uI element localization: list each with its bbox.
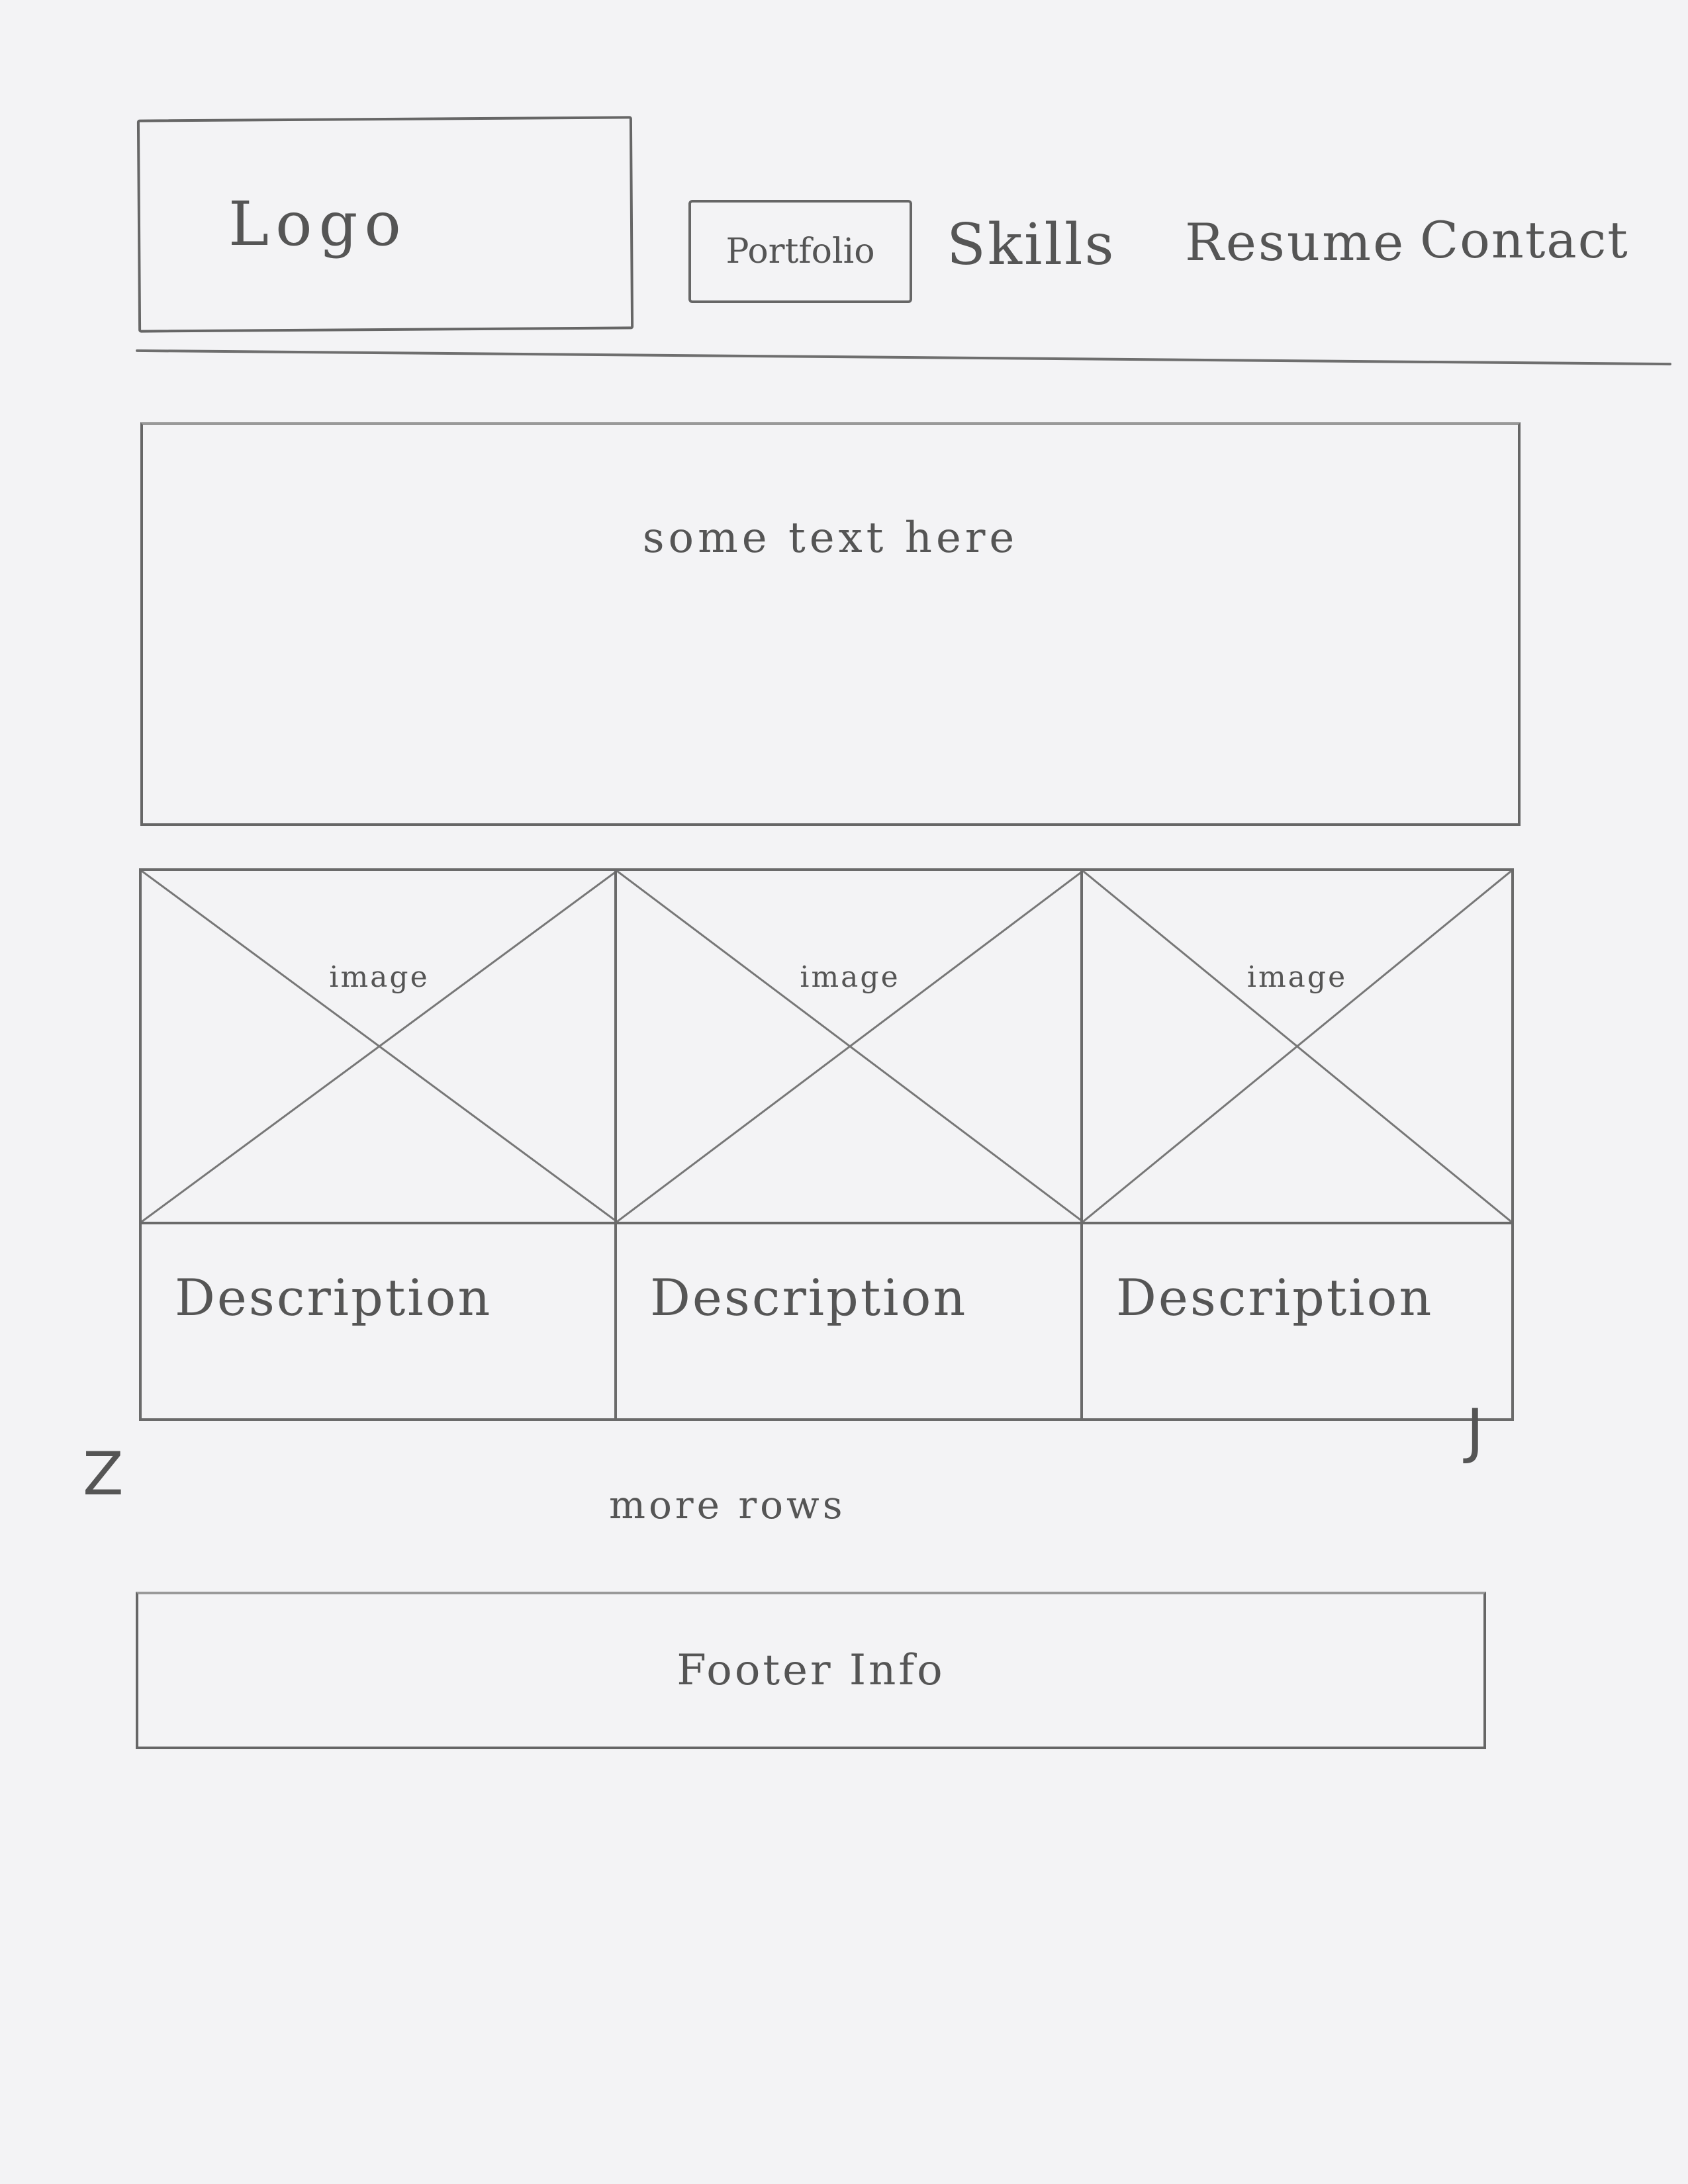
image-label: image <box>1246 960 1348 994</box>
image-placeholder-icon <box>1083 871 1511 1222</box>
nav-item-skills[interactable]: Skills <box>947 212 1116 278</box>
card-image-placeholder: image <box>142 871 617 1224</box>
hero-section: some text here <box>140 422 1521 826</box>
card-image-placeholder: image <box>1083 871 1511 1224</box>
image-label: image <box>800 960 900 994</box>
portfolio-card[interactable]: image Description <box>614 868 1083 1421</box>
footer: Footer Info <box>136 1592 1486 1749</box>
image-placeholder-icon <box>142 871 617 1222</box>
image-label: image <box>329 960 430 994</box>
logo-label: Logo <box>228 189 408 259</box>
continuation-bracket-right: J <box>1466 1396 1484 1466</box>
nav-item-portfolio[interactable]: Portfolio <box>688 200 912 303</box>
card-image-placeholder: image <box>617 871 1083 1224</box>
image-placeholder-icon <box>617 871 1083 1222</box>
card-description: Description <box>650 1268 968 1327</box>
continuation-bracket-left: Z <box>83 1439 124 1509</box>
footer-info: Footer Info <box>677 1646 945 1695</box>
card-description: Description <box>1116 1268 1434 1327</box>
portfolio-card[interactable]: image Description <box>139 868 617 1421</box>
portfolio-card[interactable]: image Description <box>1080 868 1514 1421</box>
card-description: Description <box>175 1268 492 1327</box>
more-rows-note: more rows <box>609 1482 846 1527</box>
nav-item-resume[interactable]: Resume <box>1185 213 1406 273</box>
nav-item-contact[interactable]: Contact <box>1420 210 1629 269</box>
hero-text: some text here <box>642 514 1019 563</box>
